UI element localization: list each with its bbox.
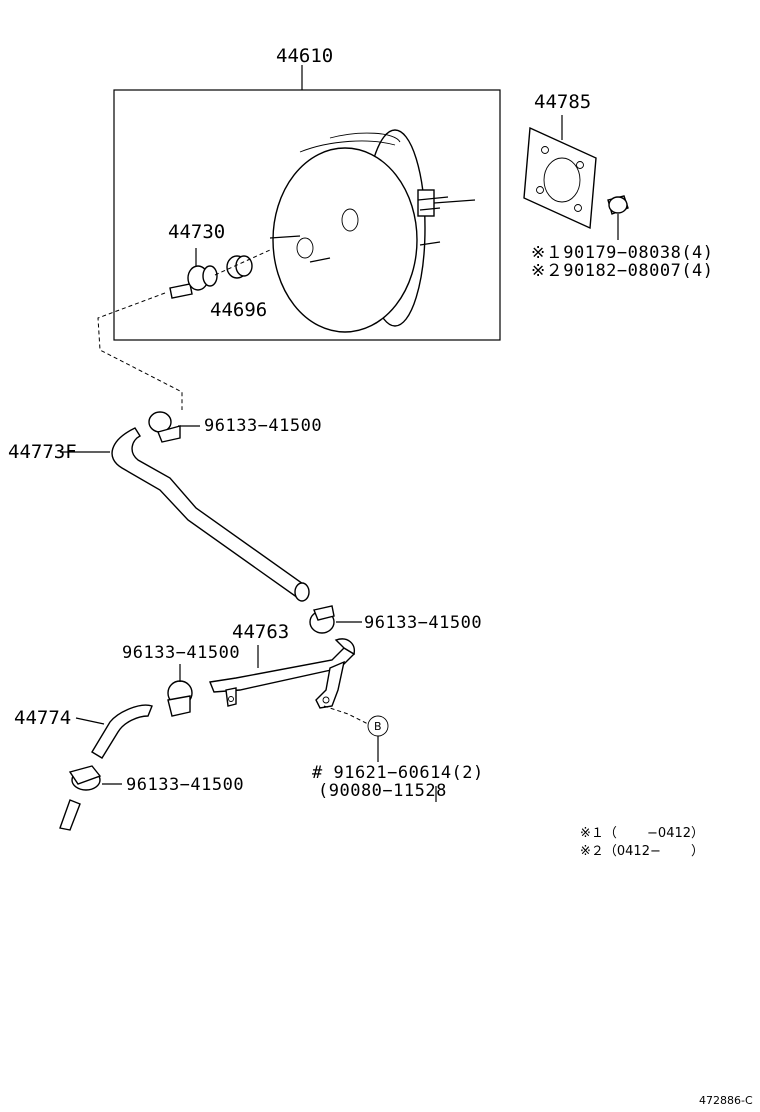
reference-code: 472886-C xyxy=(699,1094,753,1107)
label-clip-upper: 96133−41500 xyxy=(204,416,322,436)
hose-clip-left xyxy=(167,680,193,717)
hose-clip-mid xyxy=(309,605,335,634)
label-bolt-b2: (90080−11528 xyxy=(318,781,447,801)
label-44610: 44610 xyxy=(276,45,333,67)
label-bolt-note1: ※１90179−08038(4) xyxy=(531,243,714,263)
brake-booster xyxy=(269,129,476,333)
label-clip-mid: 96133−41500 xyxy=(364,613,482,633)
label-44773F: 44773F xyxy=(8,441,77,463)
label-bolt-b1: # 91621−60614(2) xyxy=(312,763,484,783)
legend-line2: ※２（0412− ） xyxy=(580,844,704,859)
lower-hose xyxy=(91,704,153,759)
label-44730: 44730 xyxy=(168,221,225,243)
tube-stub xyxy=(59,799,81,831)
check-valve xyxy=(169,248,218,299)
label-clip-bottom: 96133−41500 xyxy=(126,775,244,795)
label-44774: 44774 xyxy=(14,707,71,729)
hose-clip-bottom xyxy=(68,765,102,791)
label-bolt-note2: ※２90182−08007(4) xyxy=(531,261,714,281)
legend-line1: ※１（ −0412） xyxy=(580,826,704,841)
vacuum-pipe xyxy=(209,638,356,709)
hose-clip-upper xyxy=(148,411,181,443)
label-44696: 44696 xyxy=(210,299,267,321)
label-clip-left: 96133−41500 xyxy=(122,643,240,663)
booster-assy-frame xyxy=(113,89,501,341)
label-44763: 44763 xyxy=(232,621,289,643)
upper-hose xyxy=(111,427,310,602)
grommet xyxy=(226,255,253,279)
nut xyxy=(607,195,629,240)
marker-b: B xyxy=(374,720,382,733)
label-44785: 44785 xyxy=(534,91,591,113)
gasket-plate xyxy=(523,126,597,230)
